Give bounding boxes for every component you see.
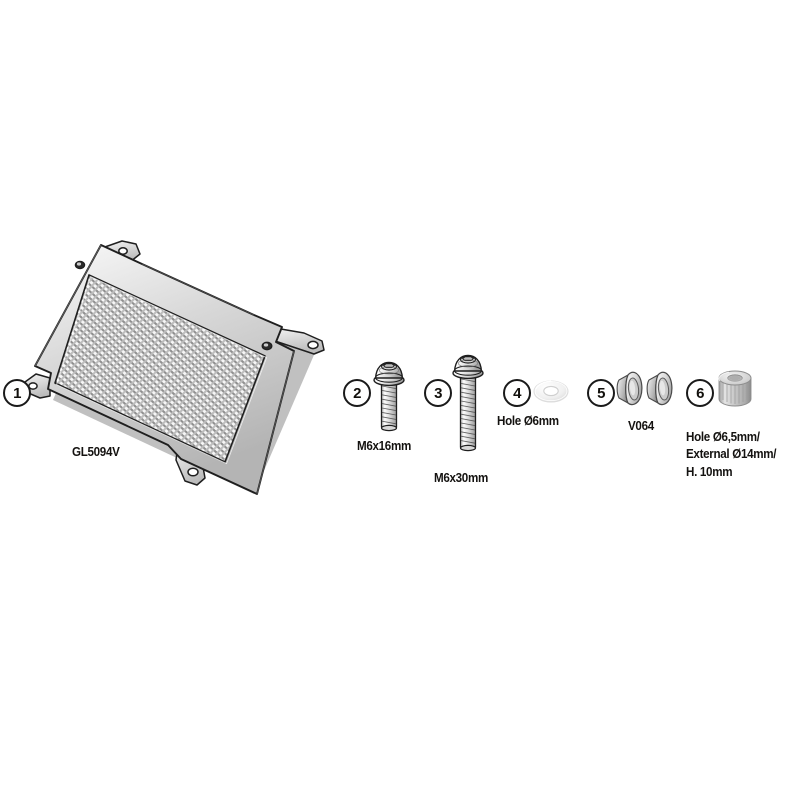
flat-washer-icon [532, 378, 570, 404]
part-6-caption-line-3: H. 10mm [686, 463, 733, 479]
callout-badge-2: 2 [343, 379, 371, 407]
hex-socket-button-bolt-icon-m6x16 [370, 358, 412, 434]
radiator-guard-icon [18, 232, 348, 502]
part-6-caption-line-1: Hole Ø6,5mm/ [686, 429, 760, 444]
part-6-caption-line-2: External Ø14mm/ [686, 446, 777, 462]
callout-badge-4: 4 [503, 379, 531, 407]
callout-5-number: 5 [597, 384, 605, 402]
part-5-caption: V064 [628, 418, 654, 433]
callout-1-number: 1 [13, 384, 21, 402]
callout-badge-1: 1 [3, 379, 31, 407]
part-2-caption: M6x16mm [357, 438, 411, 453]
knurled-spacer-icon [714, 367, 756, 411]
part-6-caption: Hole Ø6,5mm/ External Ø14mm/ H. 10mm [686, 428, 800, 480]
callout-badge-5: 5 [587, 379, 615, 407]
callout-badge-3: 3 [424, 379, 452, 407]
part-4-caption: Hole Ø6mm [497, 413, 559, 428]
rubber-grommet-icon [613, 367, 675, 411]
part-3-caption: M6x30mm [434, 470, 488, 485]
callout-4-number: 4 [513, 384, 521, 402]
callout-badge-6: 6 [686, 379, 714, 407]
callout-6-number: 6 [696, 384, 704, 402]
callout-3-number: 3 [434, 384, 442, 402]
hex-socket-button-bolt-icon-m6x30 [449, 352, 491, 454]
part-1-caption: GL5094V [72, 444, 120, 459]
callout-2-number: 2 [353, 384, 361, 402]
